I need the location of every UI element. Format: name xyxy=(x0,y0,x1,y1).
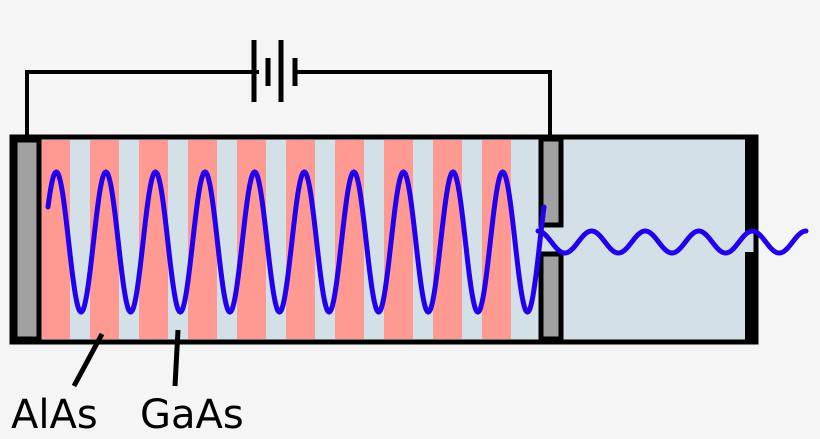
standing-wave xyxy=(45,169,547,315)
battery-icon xyxy=(251,40,298,102)
right-wall-top xyxy=(745,137,757,231)
alas-layer xyxy=(384,140,413,339)
semiconductor-layer-stack xyxy=(41,140,531,339)
alas-layer xyxy=(482,140,511,339)
emitted-wave xyxy=(535,228,809,256)
output-mirror-bottom xyxy=(538,251,564,342)
gaas-layer xyxy=(413,140,433,339)
gaas-layer xyxy=(511,140,531,339)
circuit-wire-right xyxy=(295,70,552,138)
alas-pointer-line xyxy=(71,332,105,388)
gaas-layer xyxy=(462,140,482,339)
gaas-layer xyxy=(364,140,384,339)
circuit-wire-left xyxy=(25,70,252,138)
gaas-label: GaAs xyxy=(140,392,244,438)
alas-label: AlAs xyxy=(11,392,98,438)
gaas-pointer-line xyxy=(172,329,181,387)
output-mirror-top xyxy=(538,136,564,228)
alas-layer xyxy=(433,140,462,339)
left-mirror xyxy=(12,137,42,342)
right-wall-bottom xyxy=(745,252,757,344)
